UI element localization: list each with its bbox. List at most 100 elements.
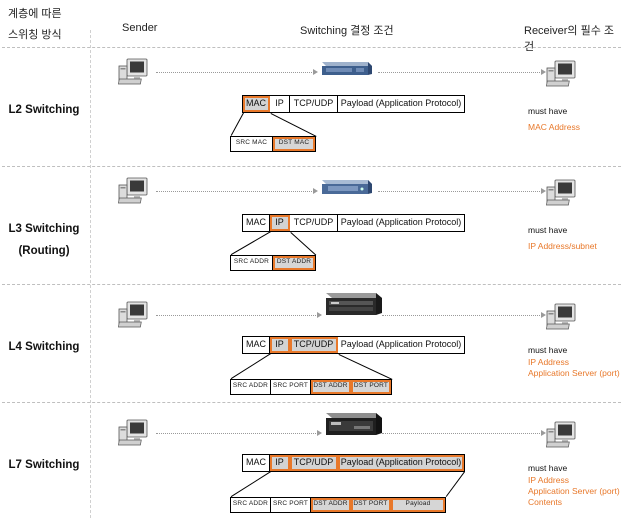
- field-connector-line: [270, 113, 316, 137]
- packet-field: IP: [270, 455, 290, 471]
- field-connector-line: [230, 112, 244, 136]
- requirement-item: IP Address: [528, 357, 569, 367]
- row-label-line2: (Routing): [18, 245, 70, 257]
- field-detail-cell: DST PORT: [351, 380, 391, 394]
- sender-computer-icon: [118, 58, 150, 88]
- row-label: L3 Switching (Routing): [0, 223, 88, 257]
- packet-field: TCP/UDP: [290, 337, 338, 353]
- field-detail-cell: DST ADDR: [311, 498, 351, 512]
- receiver-requirements: must have IP Address/subnet: [528, 225, 597, 252]
- packet-field: IP: [270, 337, 290, 353]
- packet-field: Payload (Application Protocol): [340, 339, 462, 349]
- header-separator: [2, 47, 621, 48]
- packet-field: TCP/UDP: [290, 96, 338, 112]
- corner-header-line1: 계층에 따른: [8, 8, 62, 20]
- corner-header-line2: 스위칭 방식: [8, 29, 62, 41]
- flow-arrowhead: [541, 312, 546, 318]
- field-detail-cell: SRC PORT: [271, 380, 311, 394]
- field-detail-cell: DST ADDR: [311, 380, 351, 394]
- row-label: L7 Switching: [0, 459, 88, 471]
- packet-field: MAC: [243, 455, 270, 471]
- field-detail-cell: DST ADDR: [273, 256, 315, 270]
- requirement-item: Application Server (port): [528, 486, 620, 496]
- receiver-computer-icon: [546, 60, 578, 90]
- l4-switch-icon: [322, 291, 382, 322]
- receiver-header: Receiver의 필수 조건: [524, 25, 614, 53]
- sender-computer-icon: [118, 301, 150, 331]
- requirement-item: Application Server (port): [528, 368, 620, 378]
- packet-field: TCP/UDP: [290, 455, 338, 471]
- flow-arrowhead: [541, 188, 546, 194]
- receiver-computer-icon: [546, 179, 578, 209]
- field-detail-cell: SRC ADDR: [231, 498, 271, 512]
- must-have-label: must have: [528, 225, 568, 235]
- row-label-line1: L7 Switching: [8, 459, 80, 471]
- flow-arrowhead: [317, 430, 322, 436]
- flow-line-to-device: [156, 72, 314, 73]
- receiver-computer-icon: [546, 303, 578, 333]
- must-have-label: must have: [528, 463, 568, 473]
- field-detail-cell: SRC PORT: [271, 498, 311, 512]
- packet-field: Payload (Application Protocol): [340, 98, 462, 108]
- field-detail-cell: SRC ADDR: [231, 380, 271, 394]
- must-have-label: must have: [528, 106, 568, 116]
- requirement-item: IP Address: [528, 475, 569, 485]
- field-connector-line: [289, 232, 316, 256]
- flow-line-to-device: [156, 433, 318, 434]
- sender-computer-icon: [118, 419, 150, 449]
- flow-arrowhead: [313, 69, 318, 75]
- requirement-item: MAC Address: [528, 122, 580, 132]
- packet-field: Payload (Application Protocol): [340, 217, 462, 227]
- row-label-line1: L2 Switching: [8, 104, 80, 116]
- row-label: L2 Switching: [0, 104, 88, 116]
- packet-field: MAC: [243, 337, 270, 353]
- flow-arrowhead: [541, 69, 546, 75]
- field-detail-cell: Payload: [391, 498, 445, 512]
- switch-blue-icon: [318, 58, 372, 83]
- packet-field: Payload (Application Protocol): [338, 455, 464, 471]
- sender-header: Sender: [122, 22, 158, 34]
- row-separator-3: [2, 402, 621, 403]
- requirement-item: IP Address/subnet: [528, 241, 597, 251]
- field-connector-line: [230, 471, 271, 497]
- row-label-line1: L3 Switching: [8, 223, 80, 235]
- row-label-line1: L4 Switching: [8, 341, 80, 353]
- packet-field: TCP/UDP: [290, 215, 338, 231]
- flow-line-to-receiver: [382, 433, 540, 434]
- packet-field: IP: [270, 215, 290, 231]
- row-separator-2: [2, 284, 621, 285]
- flow-arrowhead: [317, 312, 322, 318]
- field-connector-line: [445, 471, 465, 497]
- must-have-label: must have: [528, 345, 568, 355]
- flow-line-to-device: [156, 315, 318, 316]
- router-blue-icon: [318, 177, 372, 202]
- flow-arrowhead: [541, 430, 546, 436]
- row-separator-1: [2, 166, 621, 167]
- flow-arrowhead: [313, 188, 318, 194]
- packet-field: MAC: [243, 96, 270, 112]
- packet-field: IP: [270, 96, 290, 112]
- packet-field: MAC: [243, 215, 270, 231]
- field-detail-cell: SRC MAC: [231, 137, 273, 151]
- row-label: L4 Switching: [0, 341, 88, 353]
- field-connector-line: [338, 354, 392, 380]
- label-column-divider: [90, 30, 91, 518]
- flow-line-to-receiver: [378, 72, 540, 73]
- flow-line-to-receiver: [382, 315, 540, 316]
- requirement-item: Contents: [528, 497, 563, 507]
- field-detail-cell: SRC ADDR: [231, 256, 273, 270]
- sender-computer-icon: [118, 177, 150, 207]
- field-detail-cell: DST PORT: [351, 498, 391, 512]
- receiver-computer-icon: [546, 421, 578, 451]
- field-connector-line: [230, 353, 271, 379]
